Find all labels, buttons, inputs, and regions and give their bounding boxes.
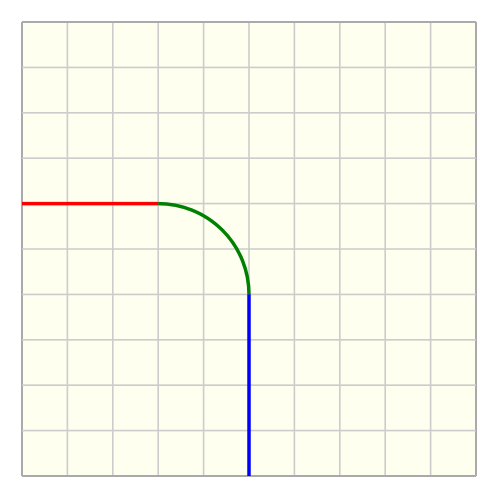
curve-segment-green <box>158 201 251 295</box>
track-path <box>22 201 251 476</box>
